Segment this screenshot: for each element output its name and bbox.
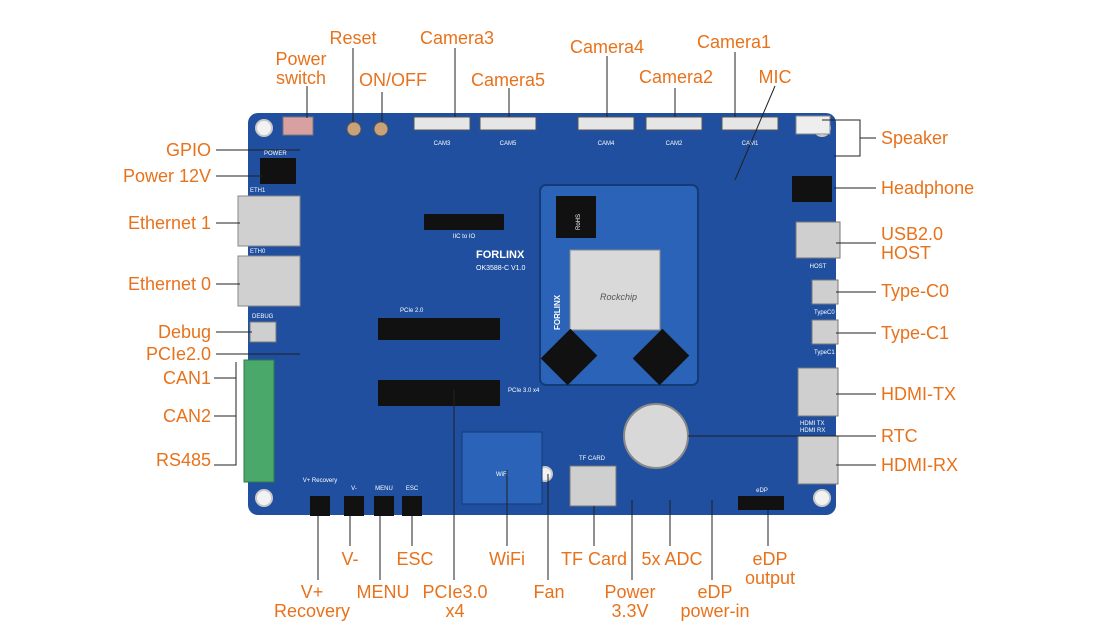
label-fan: Fan bbox=[533, 582, 565, 602]
silk-pcie2: PCIe 2.0 bbox=[400, 308, 424, 314]
soc-chip bbox=[569, 249, 661, 331]
speaker-conn-part bbox=[795, 115, 831, 135]
label-usb-host: USB2.0 HOST bbox=[881, 224, 944, 263]
label-pcie20: PCIe2.0 bbox=[145, 344, 211, 364]
silk-tf: TF CARD bbox=[579, 456, 606, 462]
usb-host-part bbox=[795, 221, 841, 259]
label-edp-power-in: eDP power-in bbox=[680, 582, 750, 621]
edp-header-part bbox=[738, 496, 784, 510]
label-pcie30: PCIe3.0 x4 bbox=[422, 582, 488, 621]
label-camera2: Camera2 bbox=[638, 67, 714, 87]
typec1-part bbox=[811, 319, 839, 345]
label-ethernet1: Ethernet 1 bbox=[127, 213, 211, 233]
silk-hdmitx: HDMI TX bbox=[800, 421, 825, 427]
pcie2-slot-part bbox=[378, 318, 500, 340]
label-wifi: WiFi bbox=[489, 549, 525, 569]
pcie3-slot-part bbox=[378, 380, 500, 406]
silk-typec1: TypeC1 bbox=[814, 350, 835, 356]
tf-card-part bbox=[569, 465, 617, 507]
label-headphone: Headphone bbox=[881, 178, 975, 198]
label-mic: MIC bbox=[758, 67, 792, 87]
label-reset: Reset bbox=[329, 28, 377, 48]
silk-edp: eDP bbox=[756, 488, 768, 494]
label-power-33v: Power 3.3V bbox=[604, 582, 656, 621]
silk-cam3: CAM3 bbox=[434, 141, 451, 147]
bottom-buttons bbox=[310, 496, 422, 516]
label-debug: Debug bbox=[157, 322, 211, 342]
label-edp-output: eDP output bbox=[744, 549, 796, 588]
onoff-button-part bbox=[373, 121, 389, 137]
silk-esc: ESC bbox=[406, 486, 419, 492]
label-camera3: Camera3 bbox=[419, 28, 495, 48]
reset-button-part bbox=[346, 121, 362, 137]
camera-connectors bbox=[413, 116, 779, 131]
label-adc: 5x ADC bbox=[641, 549, 703, 569]
silk-eth0: ETH0 bbox=[250, 249, 266, 255]
brand-logo-text: FORLINX bbox=[476, 249, 525, 261]
silk-cam4: CAM4 bbox=[598, 141, 615, 147]
silk-wifi: WiFi bbox=[496, 472, 508, 478]
silk-vminus: V- bbox=[351, 486, 357, 492]
label-esc: ESC bbox=[396, 549, 434, 569]
label-camera4: Camera4 bbox=[569, 37, 645, 57]
model-text: OK3588-C V1.0 bbox=[476, 265, 526, 272]
rtc-battery-part bbox=[623, 403, 689, 469]
label-power-12v: Power 12V bbox=[122, 166, 211, 186]
label-hdmi-tx: HDMI-TX bbox=[881, 384, 956, 404]
som-brand-text: FORLINX bbox=[553, 294, 562, 330]
label-rtc: RTC bbox=[881, 426, 918, 446]
label-menu: MENU bbox=[356, 582, 410, 602]
debug-port-part bbox=[249, 321, 277, 343]
silk-typec0: TypeC0 bbox=[814, 310, 835, 316]
label-speaker: Speaker bbox=[881, 128, 949, 148]
ram-chip-1 bbox=[540, 328, 598, 386]
label-can2: CAN2 bbox=[162, 406, 211, 426]
silk-vplus: V+ Recovery bbox=[303, 478, 338, 484]
silk-iic: IIC to IO bbox=[453, 234, 476, 240]
label-rs485: RS485 bbox=[155, 450, 211, 470]
power-switch-part bbox=[282, 116, 314, 136]
silk-menu: MENU bbox=[375, 486, 393, 492]
ethernet1-part bbox=[237, 195, 301, 247]
hdmi-rx-part bbox=[797, 435, 839, 485]
label-gpio: GPIO bbox=[165, 140, 211, 160]
wifi-area-part bbox=[461, 431, 543, 505]
silk-power: POWER bbox=[264, 151, 287, 157]
label-tf-card: TF Card bbox=[560, 549, 628, 569]
label-can1: CAN1 bbox=[162, 368, 211, 388]
ethernet0-part bbox=[237, 255, 301, 307]
label-type-c0: Type-C0 bbox=[881, 281, 950, 301]
silk-hdmirx: HDMI RX bbox=[800, 428, 825, 434]
power-jack-part bbox=[260, 158, 296, 184]
silk-host: HOST bbox=[810, 264, 827, 270]
label-power-switch: Power switch bbox=[275, 49, 327, 88]
silk-cam2: CAM2 bbox=[666, 141, 683, 147]
ram-chip-2 bbox=[632, 328, 690, 386]
label-hdmi-rx: HDMI-RX bbox=[881, 455, 958, 475]
silk-eth1: ETH1 bbox=[250, 188, 266, 194]
chip-brand-text: Rockchip bbox=[600, 292, 637, 302]
label-v-plus-recovery: V+ Recovery bbox=[273, 582, 351, 621]
hdmi-tx-part bbox=[797, 367, 839, 417]
headphone-jack-part bbox=[792, 176, 832, 202]
terminal-block-part bbox=[243, 359, 275, 483]
label-on-off: ON/OFF bbox=[359, 70, 427, 90]
label-camera1: Camera1 bbox=[696, 32, 772, 52]
pmic-chip bbox=[556, 196, 596, 238]
leader-lines bbox=[214, 48, 876, 580]
typec0-part bbox=[811, 279, 839, 305]
gpio-header-part bbox=[424, 214, 504, 230]
silk-cam5: CAM5 bbox=[500, 141, 517, 147]
label-ethernet0: Ethernet 0 bbox=[127, 274, 211, 294]
silk-pcie3: PCIe 3.0 x4 bbox=[508, 388, 540, 394]
label-camera5: Camera5 bbox=[470, 70, 546, 90]
label-type-c1: Type-C1 bbox=[881, 323, 950, 343]
silk-debug: DEBUG bbox=[252, 314, 274, 320]
silk-rohs: RoHS bbox=[576, 214, 582, 230]
label-v-minus: V- bbox=[341, 549, 359, 569]
